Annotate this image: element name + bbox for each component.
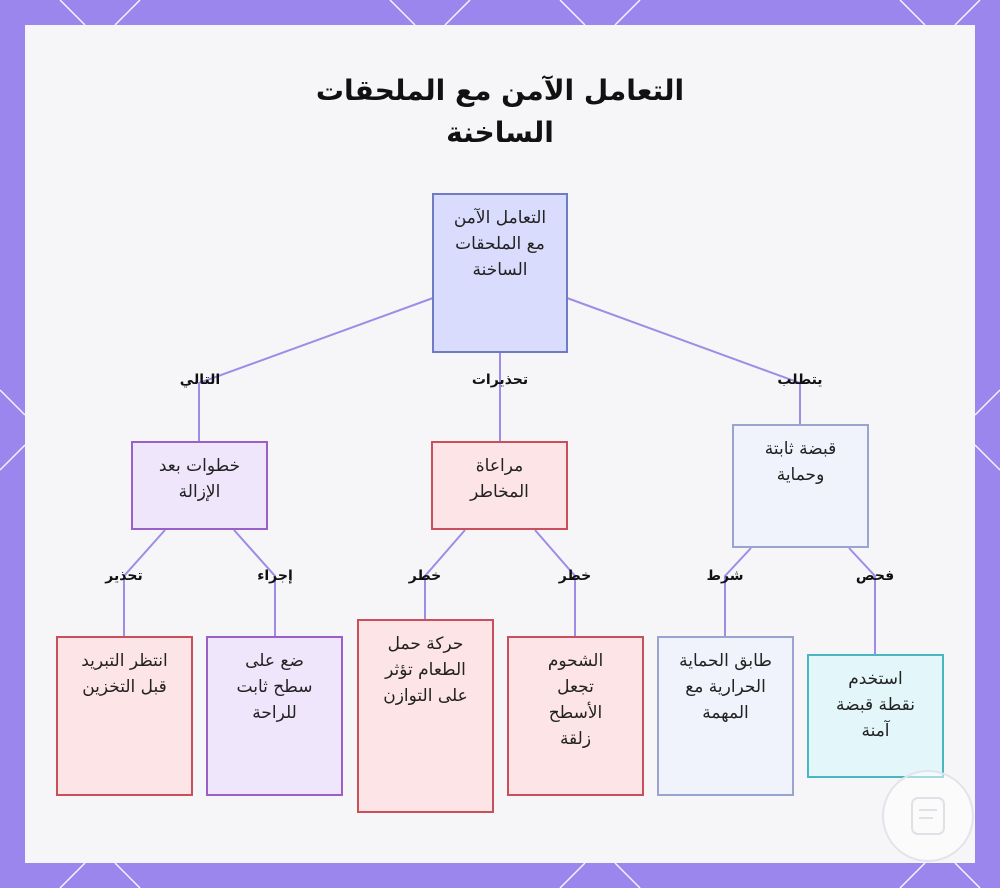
edge-label-requires: يتطلب <box>777 372 823 388</box>
node-risks: مراعاة المخاطر <box>431 441 568 530</box>
node-point: استخدم نقطة قبضة آمنة <box>807 654 944 778</box>
edge-label-warnings: تحذيرات <box>471 372 529 388</box>
edge-steps-wait <box>123 529 166 636</box>
node-match: طابق الحماية الحرارية مع المهمة <box>657 636 794 796</box>
edge-root-grip <box>566 297 801 424</box>
edge-root-steps <box>198 297 434 441</box>
diagram-title: التعامل الآمن مع الملحقات الساخنة <box>315 74 685 149</box>
node-steps: خطوات بعد الإزالة <box>131 441 268 530</box>
edge-label-next: التالي <box>179 372 221 388</box>
edge-steps-surface <box>233 529 276 636</box>
node-wait: انتظر التبريد قبل التخزين <box>56 636 193 796</box>
node-surface: ضع على سطح ثابت للراحة <box>206 636 343 796</box>
node-root: التعامل الآمن مع الملحقات الساخنة <box>432 193 568 353</box>
edge-grip-point <box>848 547 876 654</box>
edge-grip-match <box>724 547 752 636</box>
edge-label-danger-2: خطر <box>558 568 592 584</box>
node-movement: حركة حمل الطعام تؤثر على التوازن <box>357 619 494 813</box>
edge-label-danger-1: خطر <box>408 568 442 584</box>
edge-label-check: فحص <box>855 568 895 584</box>
edge-risks-movement <box>424 529 466 619</box>
edge-label-caution: تحذير <box>105 568 143 584</box>
edge-risks-grease <box>534 529 576 636</box>
edge-label-procedure: إجراء <box>257 568 293 584</box>
node-grip: قبضة ثابتة وحماية <box>732 424 869 548</box>
watermark-logo <box>882 770 974 862</box>
edge-label-condition: شرط <box>706 568 744 584</box>
logo-icon <box>911 797 945 835</box>
node-grease: الشحوم تجعل الأسطح زلقة <box>507 636 644 796</box>
